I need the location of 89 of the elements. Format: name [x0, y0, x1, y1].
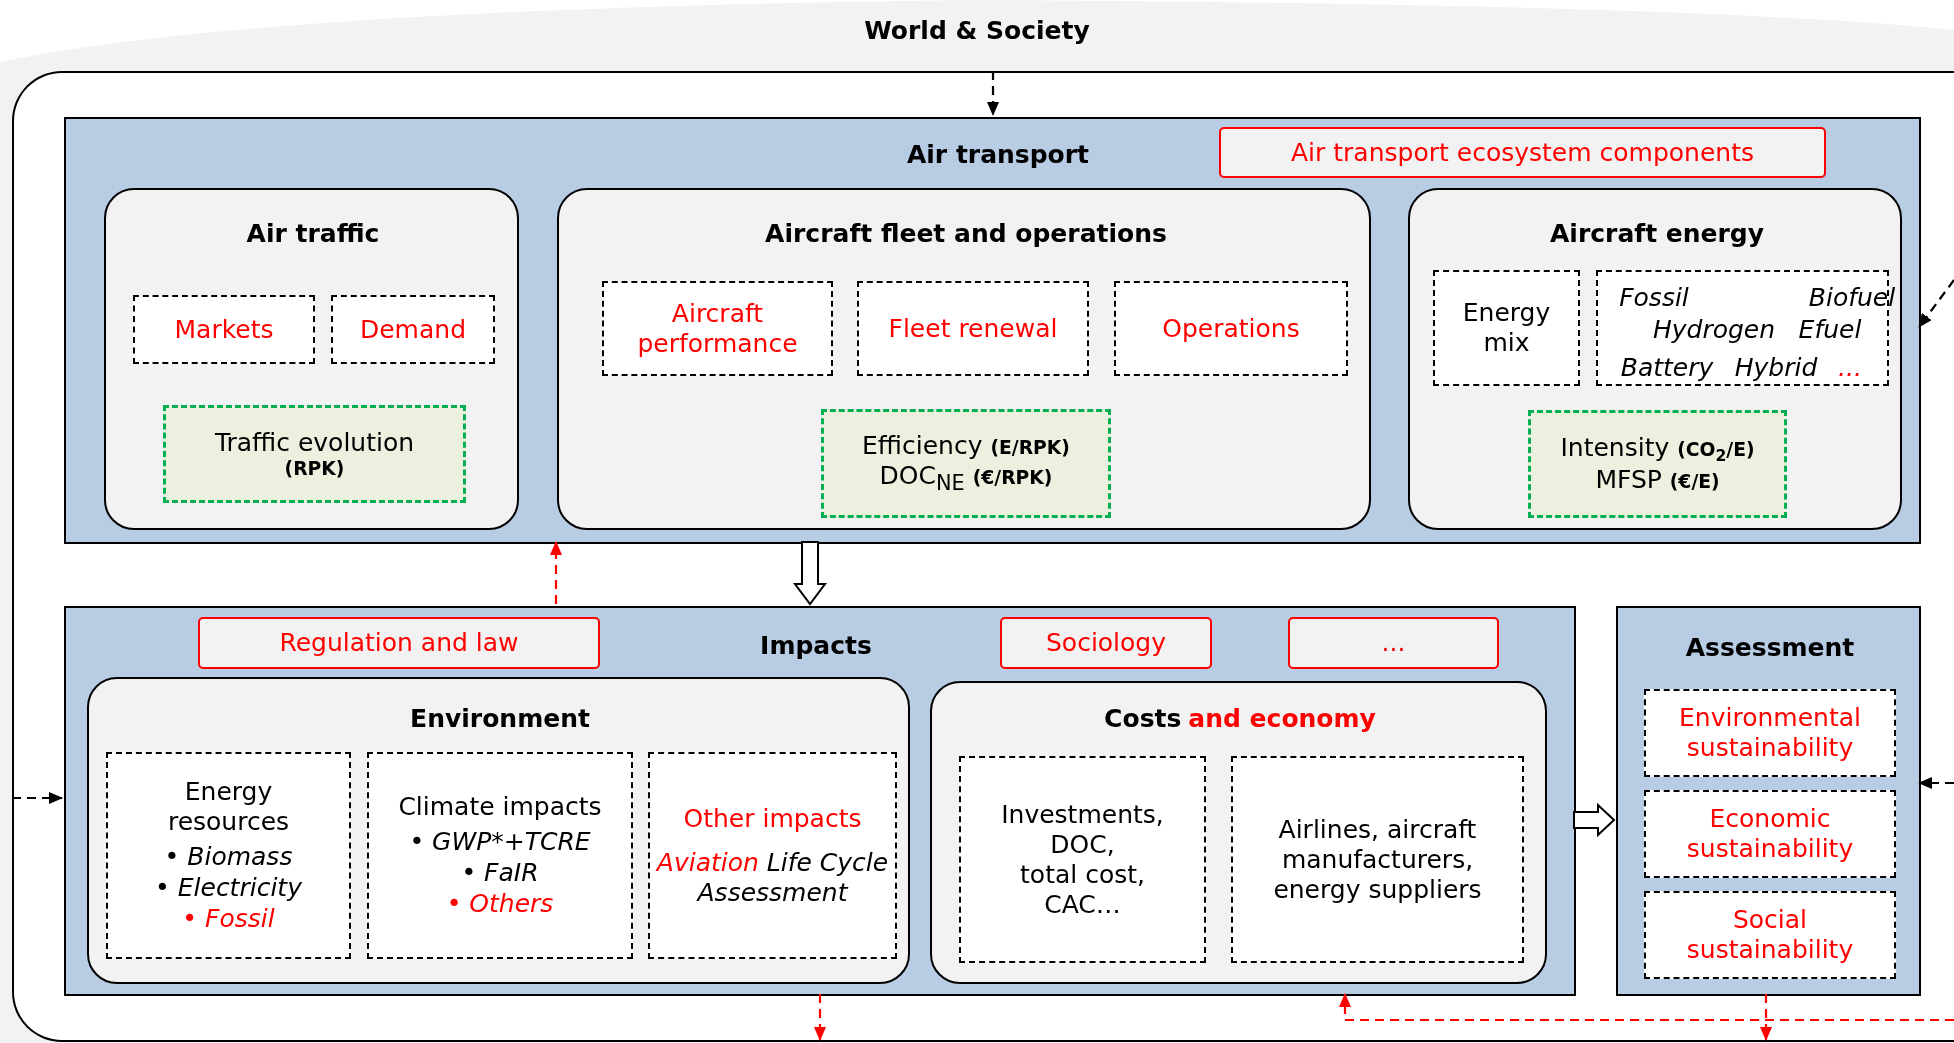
tag-label: Air transport ecosystem components: [1291, 137, 1754, 168]
dashed-arrow: [814, 994, 826, 1041]
section-panel: [1616, 606, 1921, 996]
box-text: DOC,: [1050, 829, 1115, 860]
block-arrow: [1573, 802, 1616, 838]
card-title: Aircraft energy: [1550, 219, 1764, 249]
box-text: Markets: [174, 314, 274, 345]
list-heading: Climate impacts: [398, 791, 602, 822]
card-title: Aircraft fleet and operations: [765, 219, 1167, 249]
metric-text: DOC$_{NE}$ (€/RPK): [879, 461, 1053, 496]
tag-box: [1219, 127, 1826, 178]
tag-label: Sociology: [1045, 628, 1167, 658]
box-text: CAC…: [1044, 889, 1121, 920]
fuel-label: Hybrid: [1734, 353, 1818, 383]
section-panel: [64, 606, 1576, 996]
card-title: Costs: [1104, 704, 1182, 734]
metric-text: Intensity (CO$_{2}$/E): [1560, 432, 1755, 466]
list-item: • Others: [445, 888, 555, 920]
block-arrow: [793, 541, 827, 606]
list-item: • GWP*+TCRE: [409, 825, 591, 857]
dashed-box: [602, 281, 833, 376]
box-text: Social sustainability: [1685, 905, 1855, 965]
dashed-box: [959, 756, 1206, 963]
section-title: Assessment: [1685, 633, 1855, 663]
fuel-label: Biofuel: [1808, 283, 1896, 313]
list-item: • FaIR: [460, 856, 540, 889]
dashed-arrow: [12, 792, 63, 804]
section-panel: [64, 117, 1921, 544]
card-title: Environment: [410, 704, 590, 734]
dashed-box: [1644, 891, 1896, 979]
tag-box: [198, 617, 600, 669]
fuel-label: Fossil: [1619, 283, 1689, 313]
group-card: [87, 677, 910, 984]
box-text: Aircraft performance: [636, 298, 799, 359]
dashed-arrow: [1760, 994, 1772, 1041]
list-item: • Biomass: [163, 840, 294, 872]
group-card: [930, 681, 1547, 984]
dashed-arrow: [1918, 777, 1954, 789]
metric-text: MFSP (€/E): [1595, 465, 1720, 496]
metric-box: [163, 405, 466, 503]
list-heading: Energy resources: [166, 776, 291, 837]
dashed-arrow: [550, 541, 562, 604]
fuel-label: Efuel: [1798, 315, 1862, 345]
box-text: Operations: [1162, 313, 1300, 344]
fuel-label: Hydrogen: [1652, 315, 1776, 345]
box-text: total cost,: [1020, 859, 1145, 890]
fuel-label: ...: [1838, 353, 1862, 383]
box-text: Economic sustainability: [1685, 804, 1855, 864]
group-card: [104, 188, 519, 530]
fuel-label: Battery: [1620, 353, 1714, 383]
box-text: Airlines, aircraft manufacturers, energy suppliers: [1272, 814, 1483, 905]
box-text: Investments,: [1001, 799, 1164, 830]
tag-label: Regulation and law: [279, 628, 519, 658]
tag-label: ...: [1381, 628, 1406, 658]
metric-box: [1528, 410, 1787, 518]
card-title: Air traffic: [246, 219, 380, 249]
box-text: Aviation Life Cycle Assessment: [654, 847, 890, 908]
card-title: and economy: [1188, 704, 1376, 734]
dashed-box: [1644, 790, 1896, 878]
list-item: • Electricity: [155, 871, 302, 904]
tag-box: [1000, 617, 1212, 669]
box-heading: Other impacts: [683, 803, 862, 834]
metric-text: Efficiency (E/RPK): [862, 431, 1070, 461]
group-card: [557, 188, 1371, 530]
dashed-arrow: [987, 71, 999, 116]
dashed-arrow: [1918, 279, 1954, 328]
dashed-box: [1114, 281, 1348, 376]
metric-text: Traffic evolution (RPK): [214, 427, 415, 481]
box-text: Energy mix: [1461, 298, 1552, 358]
section-title: Impacts: [760, 631, 872, 661]
section-title: World & Society: [864, 16, 1090, 46]
dashed-box: [1231, 756, 1524, 963]
dashed-box: [367, 752, 633, 959]
dashed-box: [1644, 689, 1896, 777]
dashed-box: [648, 752, 897, 959]
box-text: Fleet renewal: [888, 313, 1058, 344]
dashed-box: [857, 281, 1089, 376]
section-title: Air transport: [906, 140, 1090, 170]
box-text: Environmental sustainability: [1678, 703, 1862, 763]
metric-box: [821, 409, 1111, 518]
box-text: Demand: [360, 314, 466, 345]
dashed-box: [106, 752, 351, 959]
list-item: • Fossil: [181, 903, 276, 935]
dashed-box: [133, 295, 315, 364]
dashed-box: [331, 295, 495, 364]
tag-box: [1288, 617, 1499, 669]
dashed-box: [1433, 270, 1580, 386]
dashed-arrow: [1339, 993, 1954, 1022]
group-card: [1408, 188, 1902, 530]
